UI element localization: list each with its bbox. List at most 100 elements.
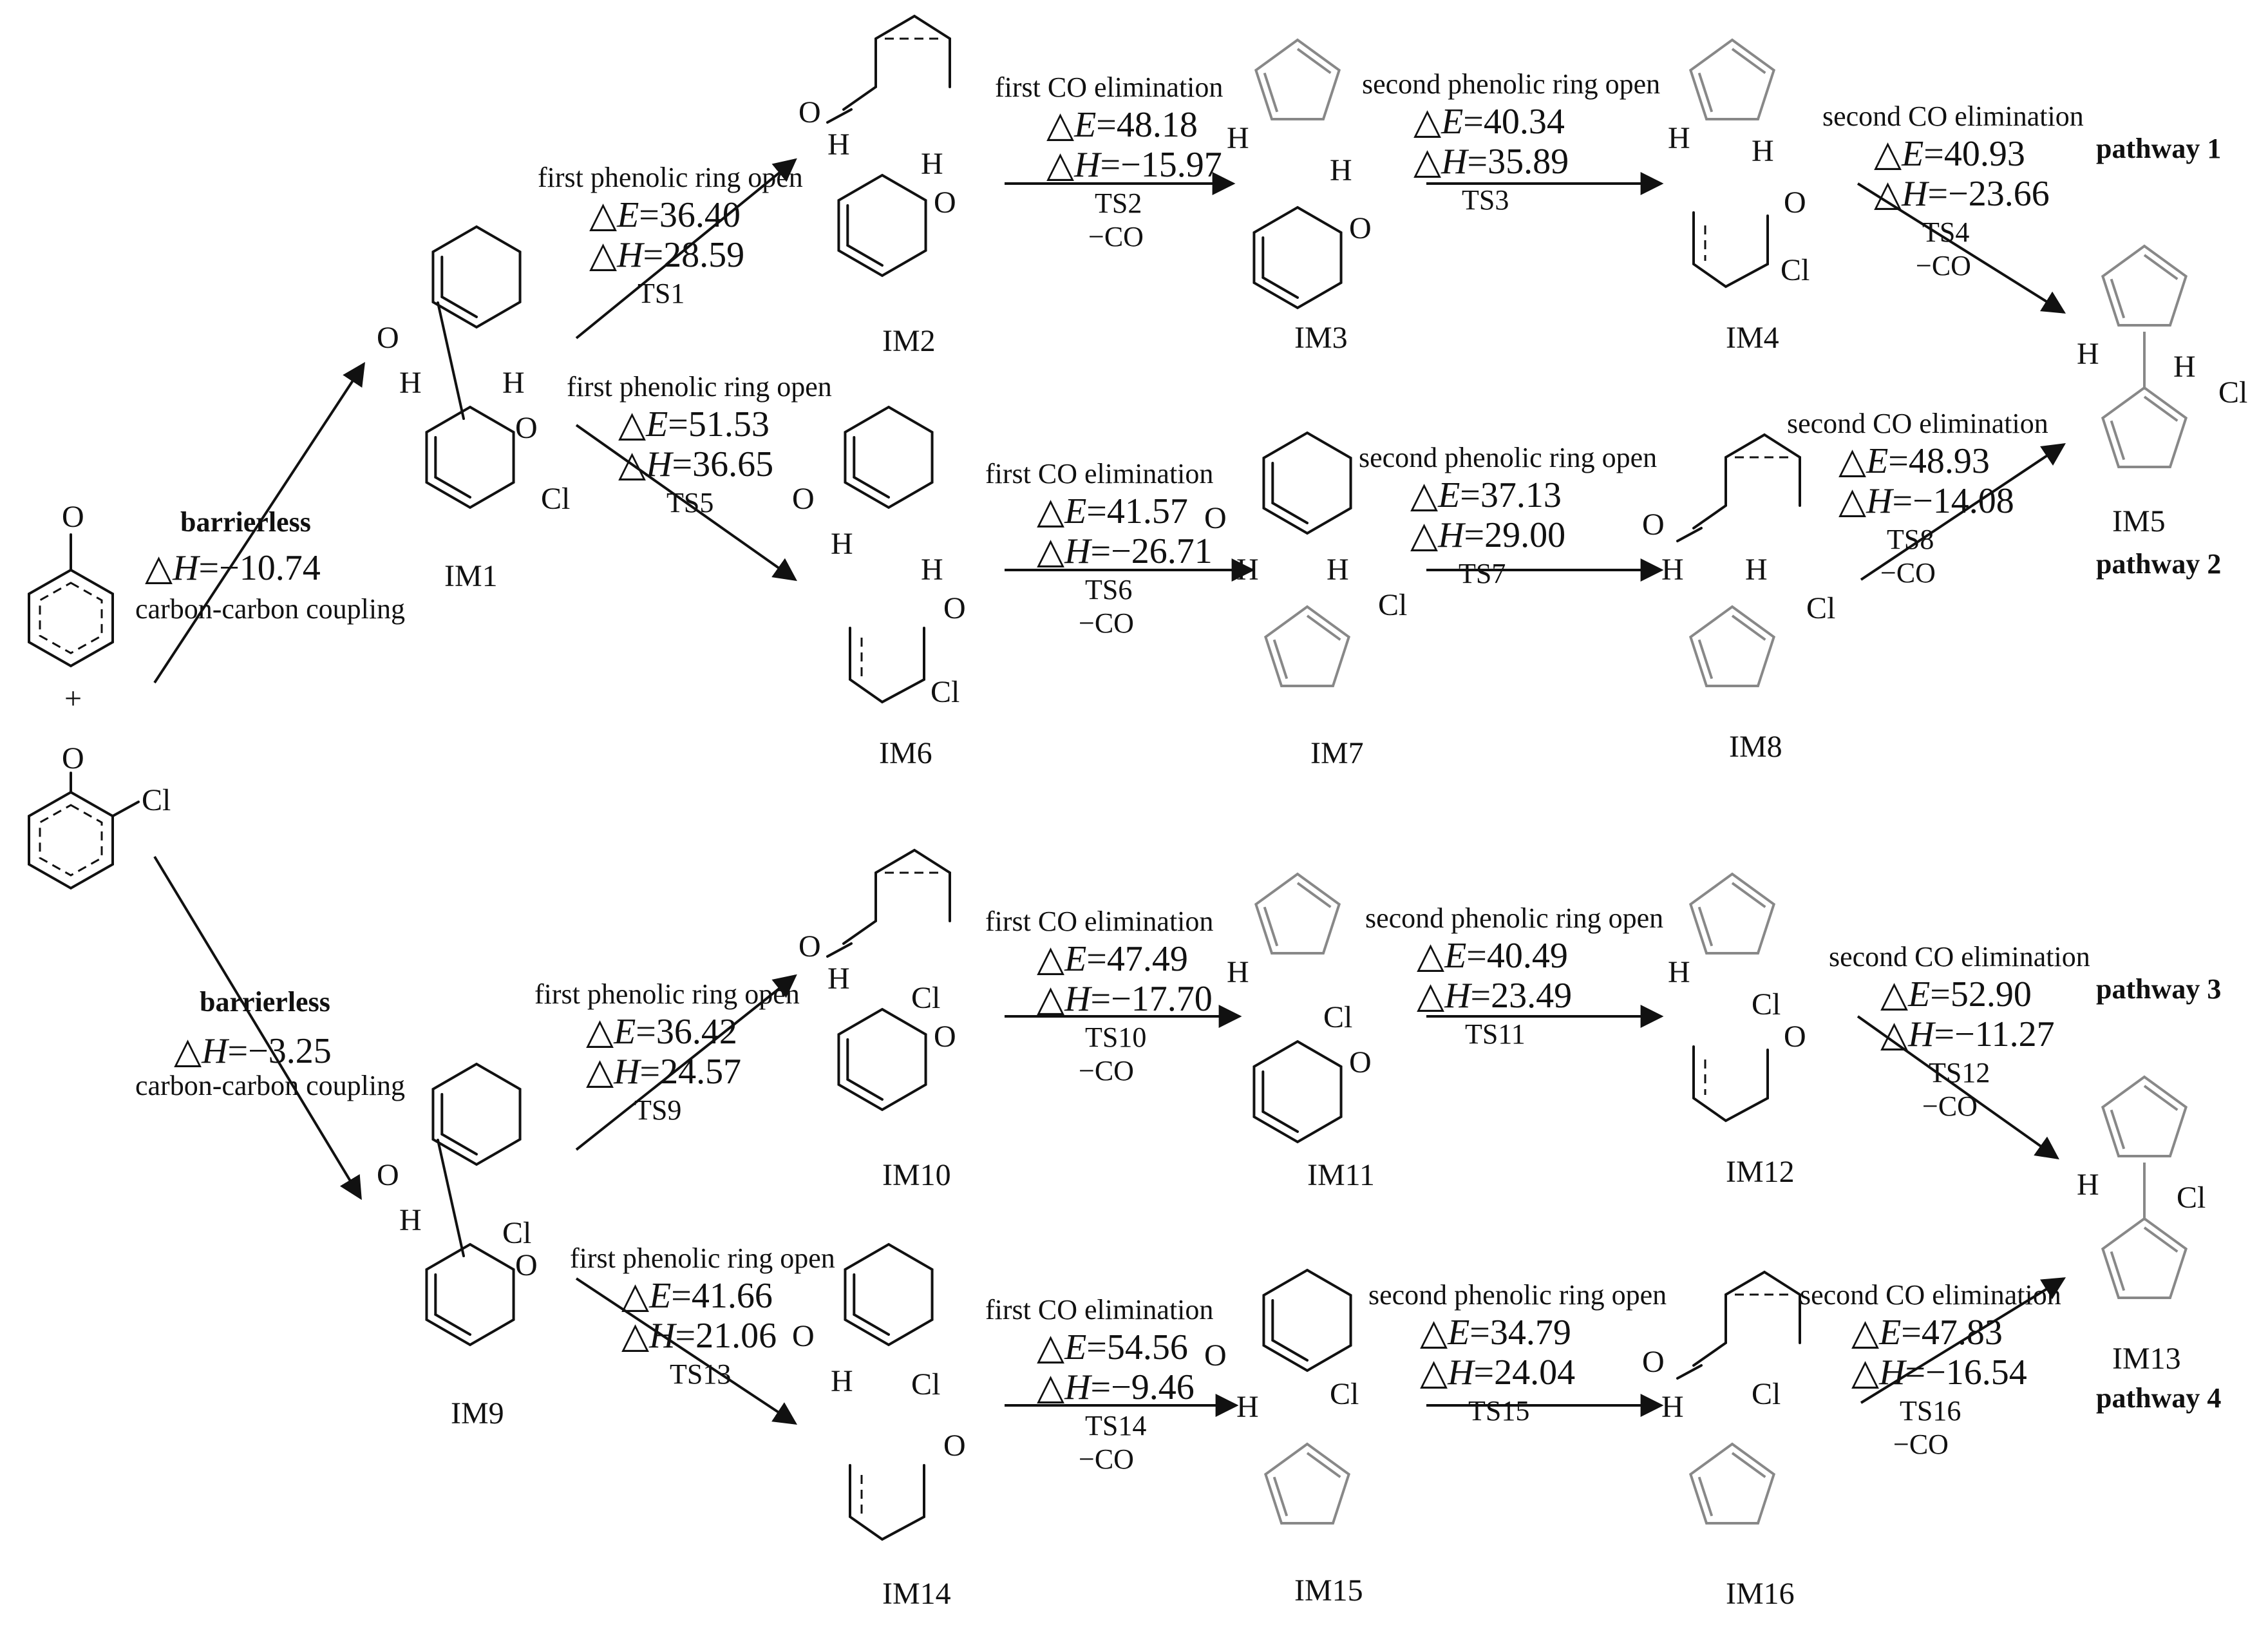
label-im7: IM7 [1310,736,1364,770]
IM14-oxygen-2: O [943,1429,966,1463]
pathway-3-label: pathway 3 [2096,973,2221,1005]
step-ts-s9: TS9 [634,1094,681,1126]
label-im11: IM11 [1307,1158,1375,1192]
step-ts-s13: TS13 [670,1358,731,1390]
IM2-oxygen-2: O [934,185,956,220]
IM8-hydrogen-2: H [1745,553,1768,587]
step-de-s13: △E=41.66 [621,1276,773,1316]
pathway-2-label: pathway 2 [2096,548,2221,580]
step-s13: first phenolic ring open△E=41.66△H=21.06… [570,1242,835,1425]
step-de-s1: △E=36.40 [589,195,741,235]
IM5-chlorine: Cl [2218,375,2247,410]
IM15-hydrogen-1: H [1236,1390,1259,1424]
step-arrow-s13 [575,1277,798,1425]
label-im8: IM8 [1729,730,1782,764]
label-im3: IM3 [1294,321,1348,355]
step-de-s10: △E=47.49 [1037,939,1188,979]
IM7-oxygen: O [1204,501,1227,535]
label-im10: IM10 [882,1158,951,1192]
step-s7: second phenolic ring open△E=37.13△H=29.0… [1359,442,1664,589]
IM11-hydrogen-1: H [1227,955,1249,989]
IM9-oxygen-1: O [377,1158,399,1192]
IM6-oxygen-1: O [792,482,815,516]
step-arrow-s4 [1857,182,2066,314]
step-de-s8: △E=48.93 [1838,441,1990,481]
IM16-chlorine: Cl [1752,1377,1781,1411]
step-title-s7: second phenolic ring open [1359,442,1657,473]
IM13-hydrogen-1: H [2077,1168,2099,1202]
label-im6: IM6 [879,736,932,770]
coupling-arrow-lower [153,855,362,1201]
step-de-s4: △E=40.93 [1874,134,2025,174]
step-ts-s5: TS5 [666,487,713,518]
step-title-s6: first CO elimination [985,458,1213,489]
step-dh-s3: △H=35.89 [1413,142,1569,182]
IM10-hydrogen-1: H [827,962,850,996]
step-dh-s6: △H=−26.71 [1037,531,1213,571]
pathway-1-label: pathway 1 [2096,133,2221,164]
coupling-upper-dh: △H=−10.74 [145,548,321,588]
label-im13: IM13 [2112,1342,2181,1376]
IM6-oxygen-2: O [943,591,966,625]
step-dh-s10: △H=−17.70 [1037,979,1213,1019]
step-arrow-s9 [575,974,797,1151]
IM1-chlorine: Cl [541,482,570,516]
step-dh-s16: △H=−16.54 [1851,1353,2027,1392]
step-arrow-s16 [1860,1277,2066,1404]
step-ts-s6: TS6 [1085,574,1132,605]
IM3-hydrogen-1: H [1227,121,1249,155]
label-im9: IM9 [451,1396,504,1430]
IM2-oxygen-1: O [799,95,821,129]
step-title-s10: first CO elimination [985,906,1213,937]
label-im16: IM16 [1726,1577,1795,1611]
step-title-s12: second CO elimination [1829,941,2090,973]
step-ts-s1: TS1 [638,278,685,309]
step-ts-s14: TS14 [1085,1410,1146,1441]
step-dh-s13: △H=21.06 [621,1316,777,1356]
coupling-lower-desc: carbon-carbon coupling [135,1070,405,1101]
IM1-hydrogen-2: H [502,366,525,400]
step-arrow-s8 [1860,443,2066,581]
IM14-chlorine: Cl [911,1367,940,1402]
step-dh-s8: △H=−14.08 [1838,481,2014,521]
IM7-chlorine: Cl [1378,588,1407,622]
step-de-s15: △E=34.79 [1420,1313,1571,1353]
step-title-s15: second phenolic ring open [1368,1279,1667,1311]
step-s1: first phenolic ring open△E=36.40△H=28.59… [538,158,803,339]
reactant-2-oxygen: O [62,741,84,775]
step-s11: second phenolic ring open△E=40.49△H=23.4… [1365,902,1664,1050]
step-de-s5: △E=51.53 [618,404,770,444]
step-ts-s12: TS12 [1929,1057,1990,1088]
coupling-upper-title: barrierless [180,506,311,538]
step-co-s12: −CO [1922,1090,1978,1122]
step-s10: first CO elimination△E=47.49△H=−17.70TS1… [985,906,1242,1087]
reactant-1-oxygen: O [62,500,84,534]
step-de-s3: △E=40.34 [1413,102,1565,142]
step-s4: second CO elimination△E=40.93△H=−23.66TS… [1822,100,2084,314]
step-s12: second CO elimination△E=52.90△H=−11.27TS… [1829,941,2090,1160]
IM3-hydrogen-2: H [1330,153,1352,187]
step-dh-s14: △H=−9.46 [1037,1367,1195,1407]
step-s15: second phenolic ring open△E=34.79△H=24.0… [1368,1279,1667,1427]
IM6-chlorine: Cl [931,675,959,709]
coupling-upper-desc: carbon-carbon coupling [135,593,405,625]
IM6-hydrogen-2: H [921,553,943,587]
step-de-s9: △E=36.42 [586,1012,737,1052]
coupling-lower-title: barrierless [200,986,330,1018]
step-title-s8: second CO elimination [1787,408,2048,439]
step-ts-s15: TS15 [1468,1395,1529,1427]
step-s3: second phenolic ring open△E=40.34△H=35.8… [1362,68,1664,216]
IM16-hydrogen-1: H [1661,1390,1684,1424]
